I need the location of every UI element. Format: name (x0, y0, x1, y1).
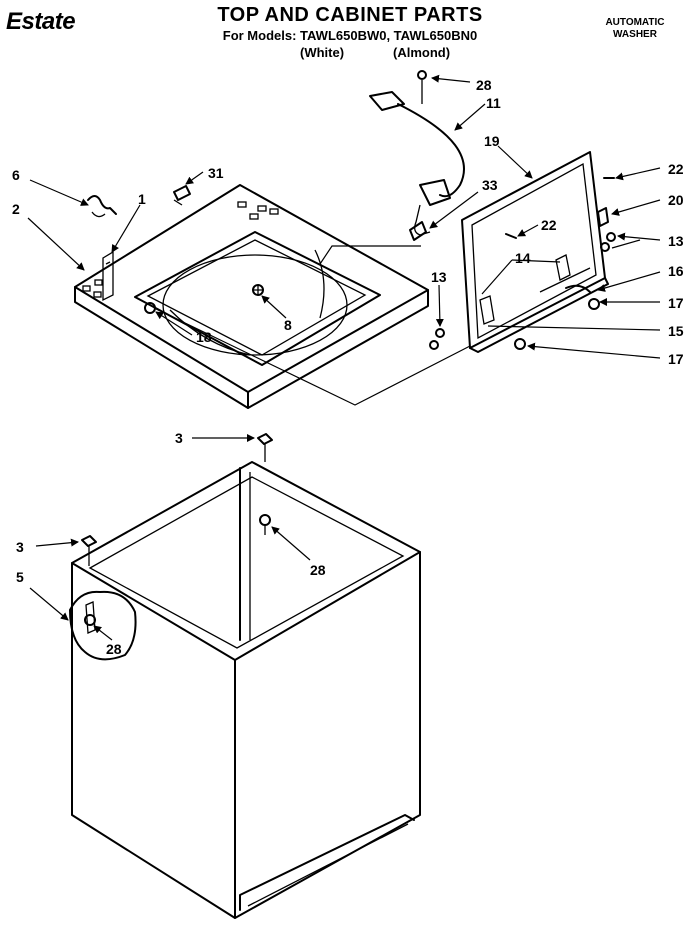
spring-16 (565, 284, 591, 293)
product-type: AUTOMATIC WASHER (590, 17, 680, 41)
page-title: TOP AND CABINET PARTS (217, 4, 483, 26)
callout-28-top: 28 (476, 77, 492, 93)
wire-clip (87, 195, 117, 218)
screw-8 (252, 284, 264, 296)
callout-labels: 28 11 19 22 20 13 16 17 15 17 6 1 31 2 3… (12, 77, 684, 657)
product-type-line2: WASHER (613, 29, 657, 40)
callout-16: 16 (668, 263, 684, 279)
callout-28-middle: 28 (310, 562, 326, 578)
callout-14: 14 (515, 250, 531, 266)
callout-3-lower: 3 (16, 539, 24, 555)
callout-3-upper: 3 (175, 430, 183, 446)
callout-11: 11 (486, 95, 501, 111)
callout-31: 31 (208, 165, 224, 181)
callout-8: 8 (284, 317, 292, 333)
screw-28-lower (84, 614, 96, 626)
callout-33: 33 (482, 177, 498, 193)
foot-17-upper (588, 298, 600, 310)
variant-white: (White) (300, 45, 345, 60)
callout-18: 18 (196, 329, 212, 345)
callout-17-upper: 17 (668, 295, 684, 311)
hinge-33 (409, 221, 427, 241)
brand-logo: Estate (6, 8, 76, 35)
screw-28-middle (259, 514, 271, 535)
callout-20: 20 (668, 192, 684, 208)
hinge-20 (597, 207, 609, 227)
cabinet (69, 461, 421, 919)
clip-3-upper (257, 433, 273, 462)
clip-3-lower (81, 535, 97, 566)
screws-13-right (600, 232, 616, 252)
lid-assembly (461, 151, 609, 353)
callout-15: 15 (668, 323, 684, 339)
variant-almond: (Almond) (393, 45, 451, 60)
wire-retainer (173, 185, 191, 206)
lid-switch-assembly (369, 91, 465, 236)
callout-22-right: 22 (668, 161, 684, 177)
callout-22-inner: 22 (541, 217, 557, 233)
screw-28-top (417, 70, 427, 104)
top-panel (74, 184, 429, 409)
leader-lines (27, 74, 661, 641)
bumper-22-inner (505, 233, 517, 239)
callout-5: 5 (16, 569, 24, 585)
callout-6: 6 (12, 167, 20, 183)
callout-13-right: 13 (668, 233, 684, 249)
lid-switch-bracket (102, 250, 114, 302)
callout-19: 19 (484, 133, 500, 149)
screws-13-left (429, 328, 445, 350)
foot-17-lower (514, 338, 526, 350)
callout-28-lower: 28 (106, 641, 122, 657)
callout-1: 1 (138, 191, 146, 207)
model-numbers: For Models: TAWL650BW0, TAWL650BN0 (222, 28, 478, 43)
product-type-line1: AUTOMATIC (605, 17, 665, 28)
callout-17-lower: 17 (668, 351, 684, 367)
callout-13-left: 13 (431, 269, 447, 285)
callout-2: 2 (12, 201, 20, 217)
